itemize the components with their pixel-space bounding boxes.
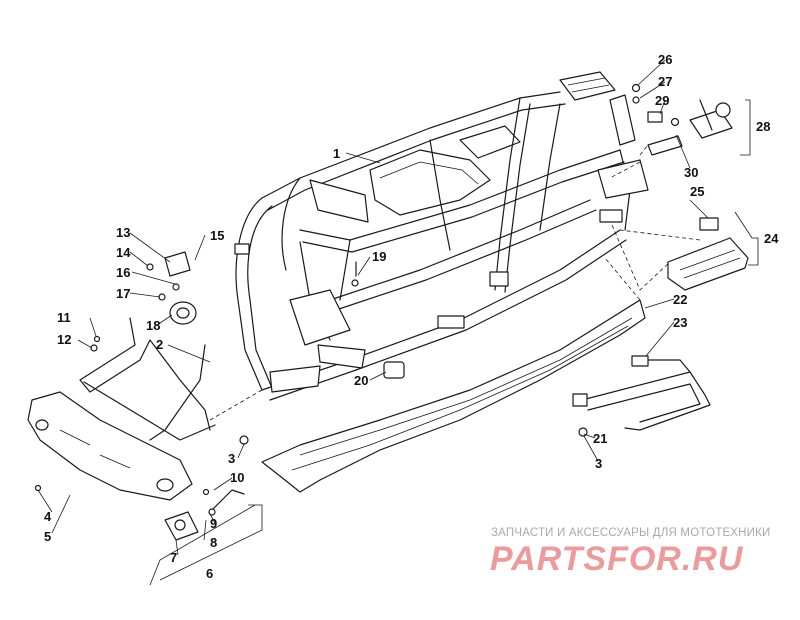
callout-3b: 3 [595,456,602,471]
callout-3a: 3 [228,451,235,466]
callout-29: 29 [655,93,669,108]
callout-1: 1 [333,146,340,161]
callout-25: 25 [690,184,704,199]
callout-5: 5 [44,529,51,544]
skid-plate [261,299,646,493]
front-bumper [27,391,193,501]
leader-lines [37,59,759,586]
callout-16: 16 [116,265,130,280]
callout-21: 21 [593,431,607,446]
callout-22: 22 [673,292,687,307]
footrest [581,371,711,431]
watermark-logo: PARTSFOR.RU [490,540,744,578]
callout-8: 8 [210,535,217,550]
callout-14: 14 [116,245,131,260]
main-frame [235,71,649,401]
callout-28: 28 [756,119,770,134]
callout-13: 13 [116,225,130,240]
callout-7: 7 [170,550,177,565]
callout-2: 2 [156,337,163,352]
callout-12: 12 [57,332,71,347]
callout-11: 11 [57,310,71,325]
hitch-assembly [631,83,733,156]
callout-30: 30 [684,165,698,180]
callout-23: 23 [673,315,687,330]
callout-15: 15 [210,228,224,243]
footwell-panel [667,237,749,291]
callout-labels: 1 2 3 3 4 5 6 7 8 9 10 11 12 13 14 15 16… [44,52,779,581]
callout-19: 19 [372,249,386,264]
callout-4: 4 [44,509,52,524]
callout-18: 18 [146,318,160,333]
callout-20: 20 [354,373,368,388]
watermark-caption: ЗАПЧАСТИ И АКСЕССУАРЫ ДЛЯ МОТОТЕХНИКИ [491,527,771,539]
callout-9: 9 [210,516,217,531]
callout-10: 10 [230,470,244,485]
callout-24: 24 [764,231,779,246]
callout-6: 6 [206,566,213,581]
brush-guard [79,317,211,431]
callout-26: 26 [658,52,672,67]
callout-17: 17 [116,286,130,301]
callout-27: 27 [658,74,672,89]
